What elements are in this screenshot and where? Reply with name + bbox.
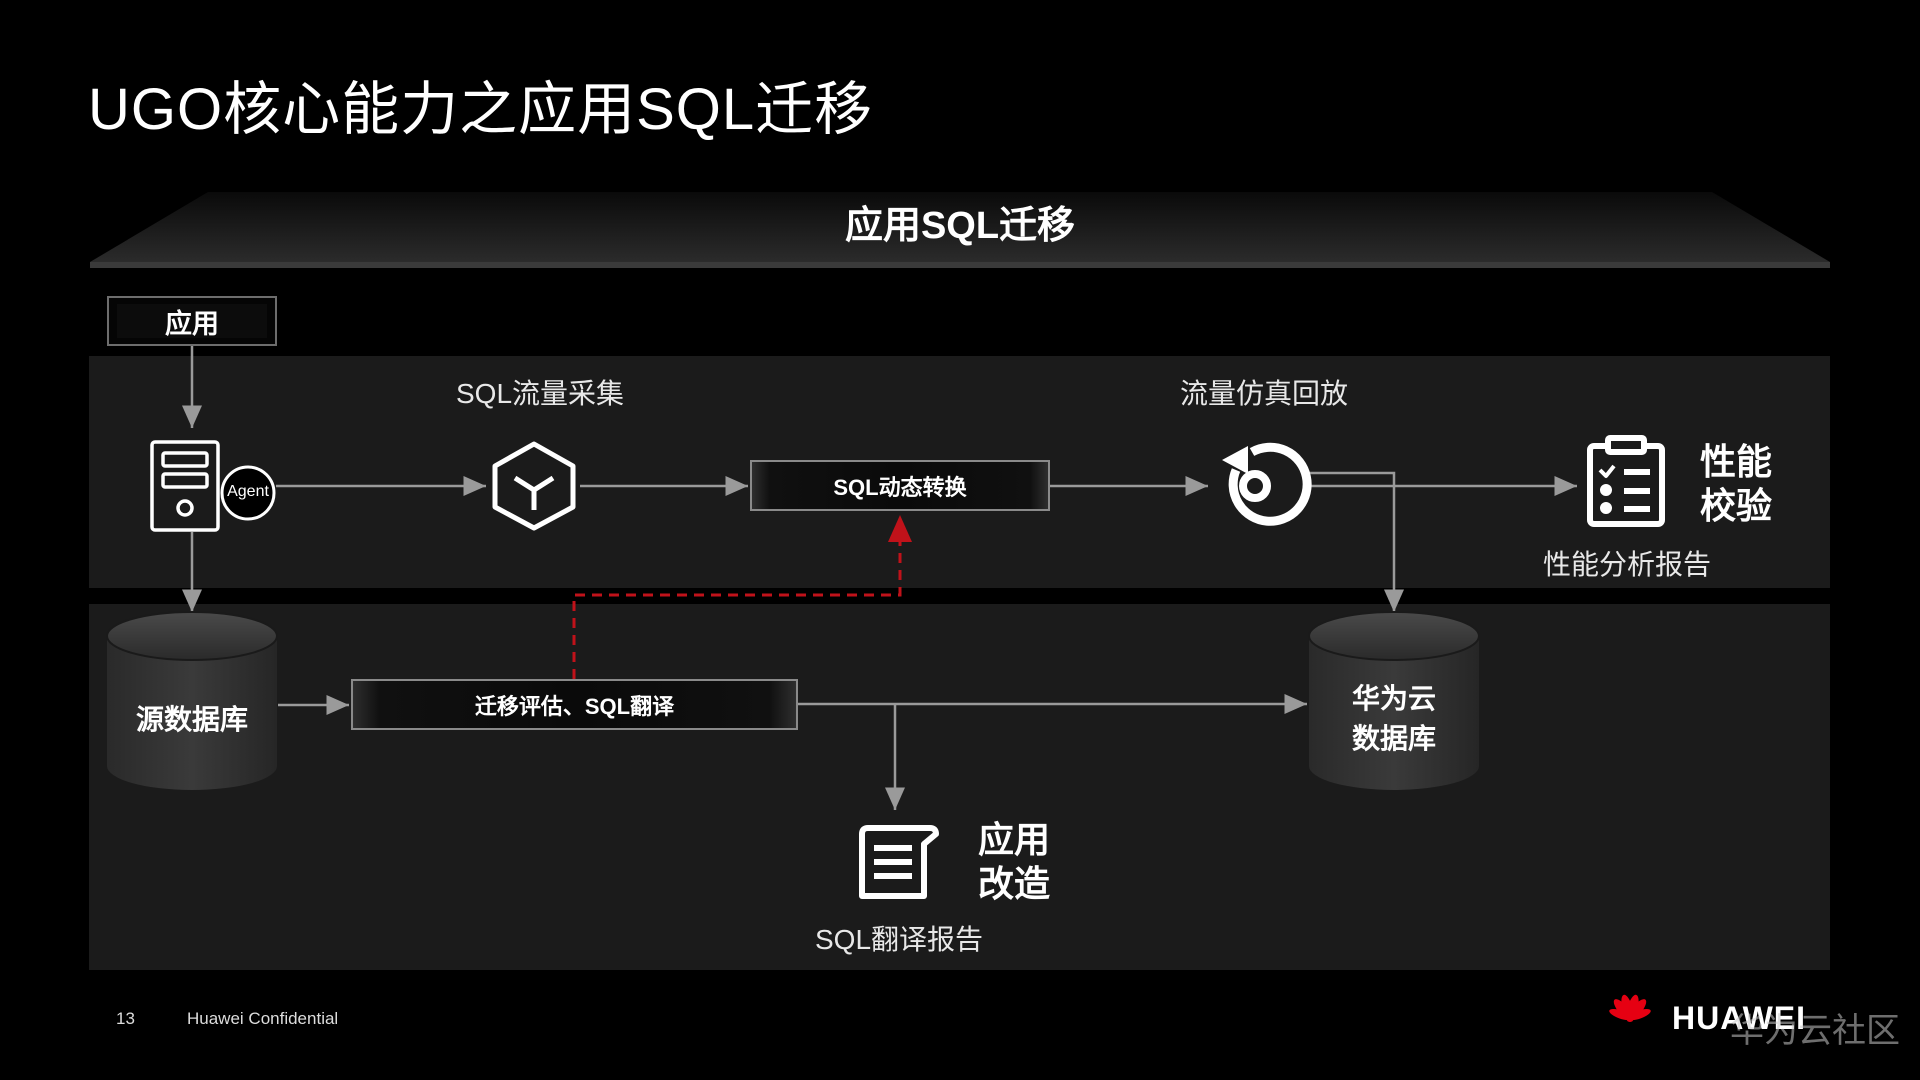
app-modify-line-1: 应用	[978, 819, 1051, 860]
app-modify-label: 应用 改造	[978, 818, 1050, 906]
huawei-db-label: 华为云 数据库	[1309, 679, 1479, 759]
app-node: 应用	[107, 296, 277, 346]
perf-check-line-2: 校验	[1700, 485, 1773, 526]
checklist-icon	[1587, 435, 1665, 527]
database-icon	[1308, 611, 1480, 790]
banner-title: 应用SQL迁移	[844, 205, 1076, 247]
dashed-assess-to-convert	[572, 515, 912, 679]
huawei-db-line-2: 数据库	[1351, 723, 1436, 754]
huawei-db-line-1: 华为云	[1351, 683, 1436, 714]
agent-circle	[220, 465, 276, 521]
document-icon	[859, 825, 939, 899]
perf-check-label: 性能 校验	[1700, 440, 1772, 528]
collect-label: SQL流量采集	[456, 378, 625, 409]
cube-icon	[492, 441, 576, 531]
perf-report-label: 性能分析报告	[1543, 549, 1712, 580]
banner-shape	[90, 192, 1830, 268]
app-node-label: 应用	[117, 304, 267, 339]
source-db-label: 源数据库	[135, 704, 248, 735]
agent-label: Agent	[227, 483, 269, 500]
brand-name: HUAWEI	[1672, 1000, 1806, 1036]
flow-band-bottom	[89, 604, 1830, 970]
sql-convert-node: SQL动态转换	[750, 460, 1050, 511]
database-icon	[106, 611, 278, 790]
footer-confidential: Huawei Confidential	[187, 1009, 339, 1028]
watermark: 华为云社区	[1730, 1012, 1900, 1050]
arrow-replay-to-huaweidb	[1304, 471, 1404, 612]
server-icon	[150, 440, 220, 532]
replay-icon	[1222, 442, 1312, 526]
footer-page-number: 13	[116, 1009, 135, 1028]
page-title: UGO核心能力之应用SQL迁移	[88, 77, 874, 142]
perf-check-line-1: 性能	[1700, 441, 1773, 482]
sql-report-label: SQL翻译报告	[815, 924, 984, 955]
replay-label: 流量仿真回放	[1180, 378, 1349, 409]
app-modify-line-2: 改造	[978, 863, 1051, 904]
assess-translate-node: 迁移评估、SQL翻译	[351, 679, 798, 730]
huawei-logo-icon	[1609, 994, 1651, 1022]
